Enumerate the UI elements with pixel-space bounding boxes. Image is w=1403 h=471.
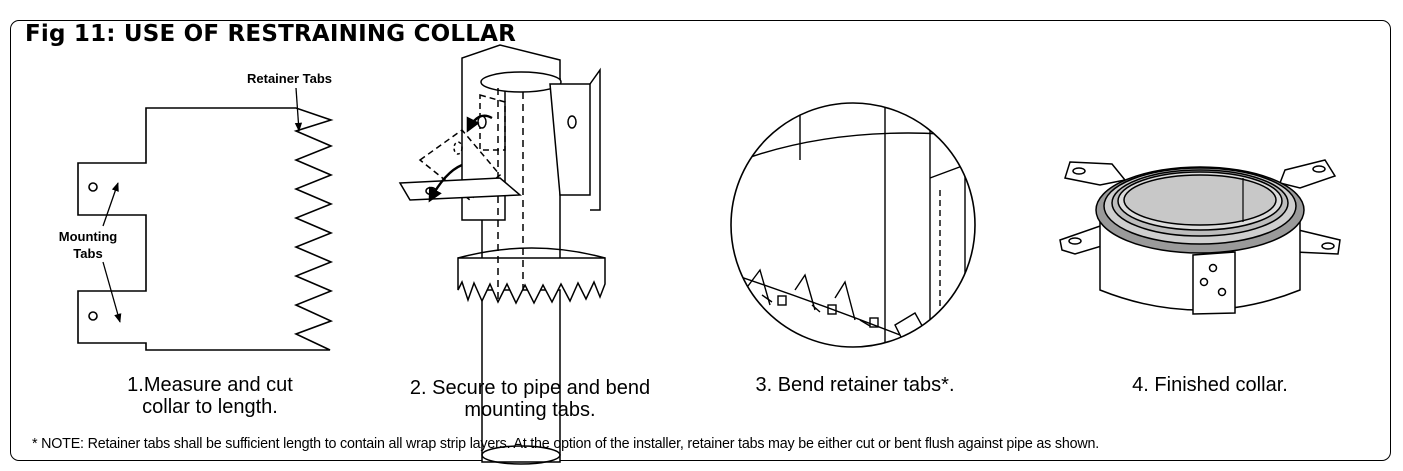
step-3-caption: 3. Bend retainer tabs*.: [755, 374, 955, 396]
mounting-tabs-label: Mounting Tabs: [48, 228, 128, 262]
finished-collar-diagram: [1059, 159, 1341, 315]
figure-title: Fig 11: USE OF RESTRAINING COLLAR: [25, 21, 517, 47]
footnote: * NOTE: Retainer tabs shall be sufficien…: [32, 436, 1099, 452]
mounting-tabs-label-line2: Tabs: [73, 246, 103, 261]
step-1-caption: 1.Measure and cut collar to length.: [127, 374, 293, 418]
collar-flat-diagram: [77, 107, 334, 351]
collar-on-pipe-diagram: [398, 44, 606, 465]
mounting-tabs-label-line1: Mounting: [58, 229, 118, 244]
step-4-caption: 4. Finished collar.: [1132, 374, 1288, 396]
callout-arrows-step1: [102, 87, 303, 323]
figure-frame: [10, 20, 1391, 461]
collar-strip: [77, 107, 334, 351]
mounting-tab-hole: [88, 182, 98, 192]
retainer-tabs-label: Retainer Tabs: [247, 71, 333, 86]
mounting-tab-hole: [88, 311, 98, 321]
detail-circle-diagram: [730, 102, 976, 348]
step-2-caption: 2. Secure to pipe and bend mounting tabs…: [409, 377, 651, 421]
bend-arrows-step2: [428, 114, 493, 203]
